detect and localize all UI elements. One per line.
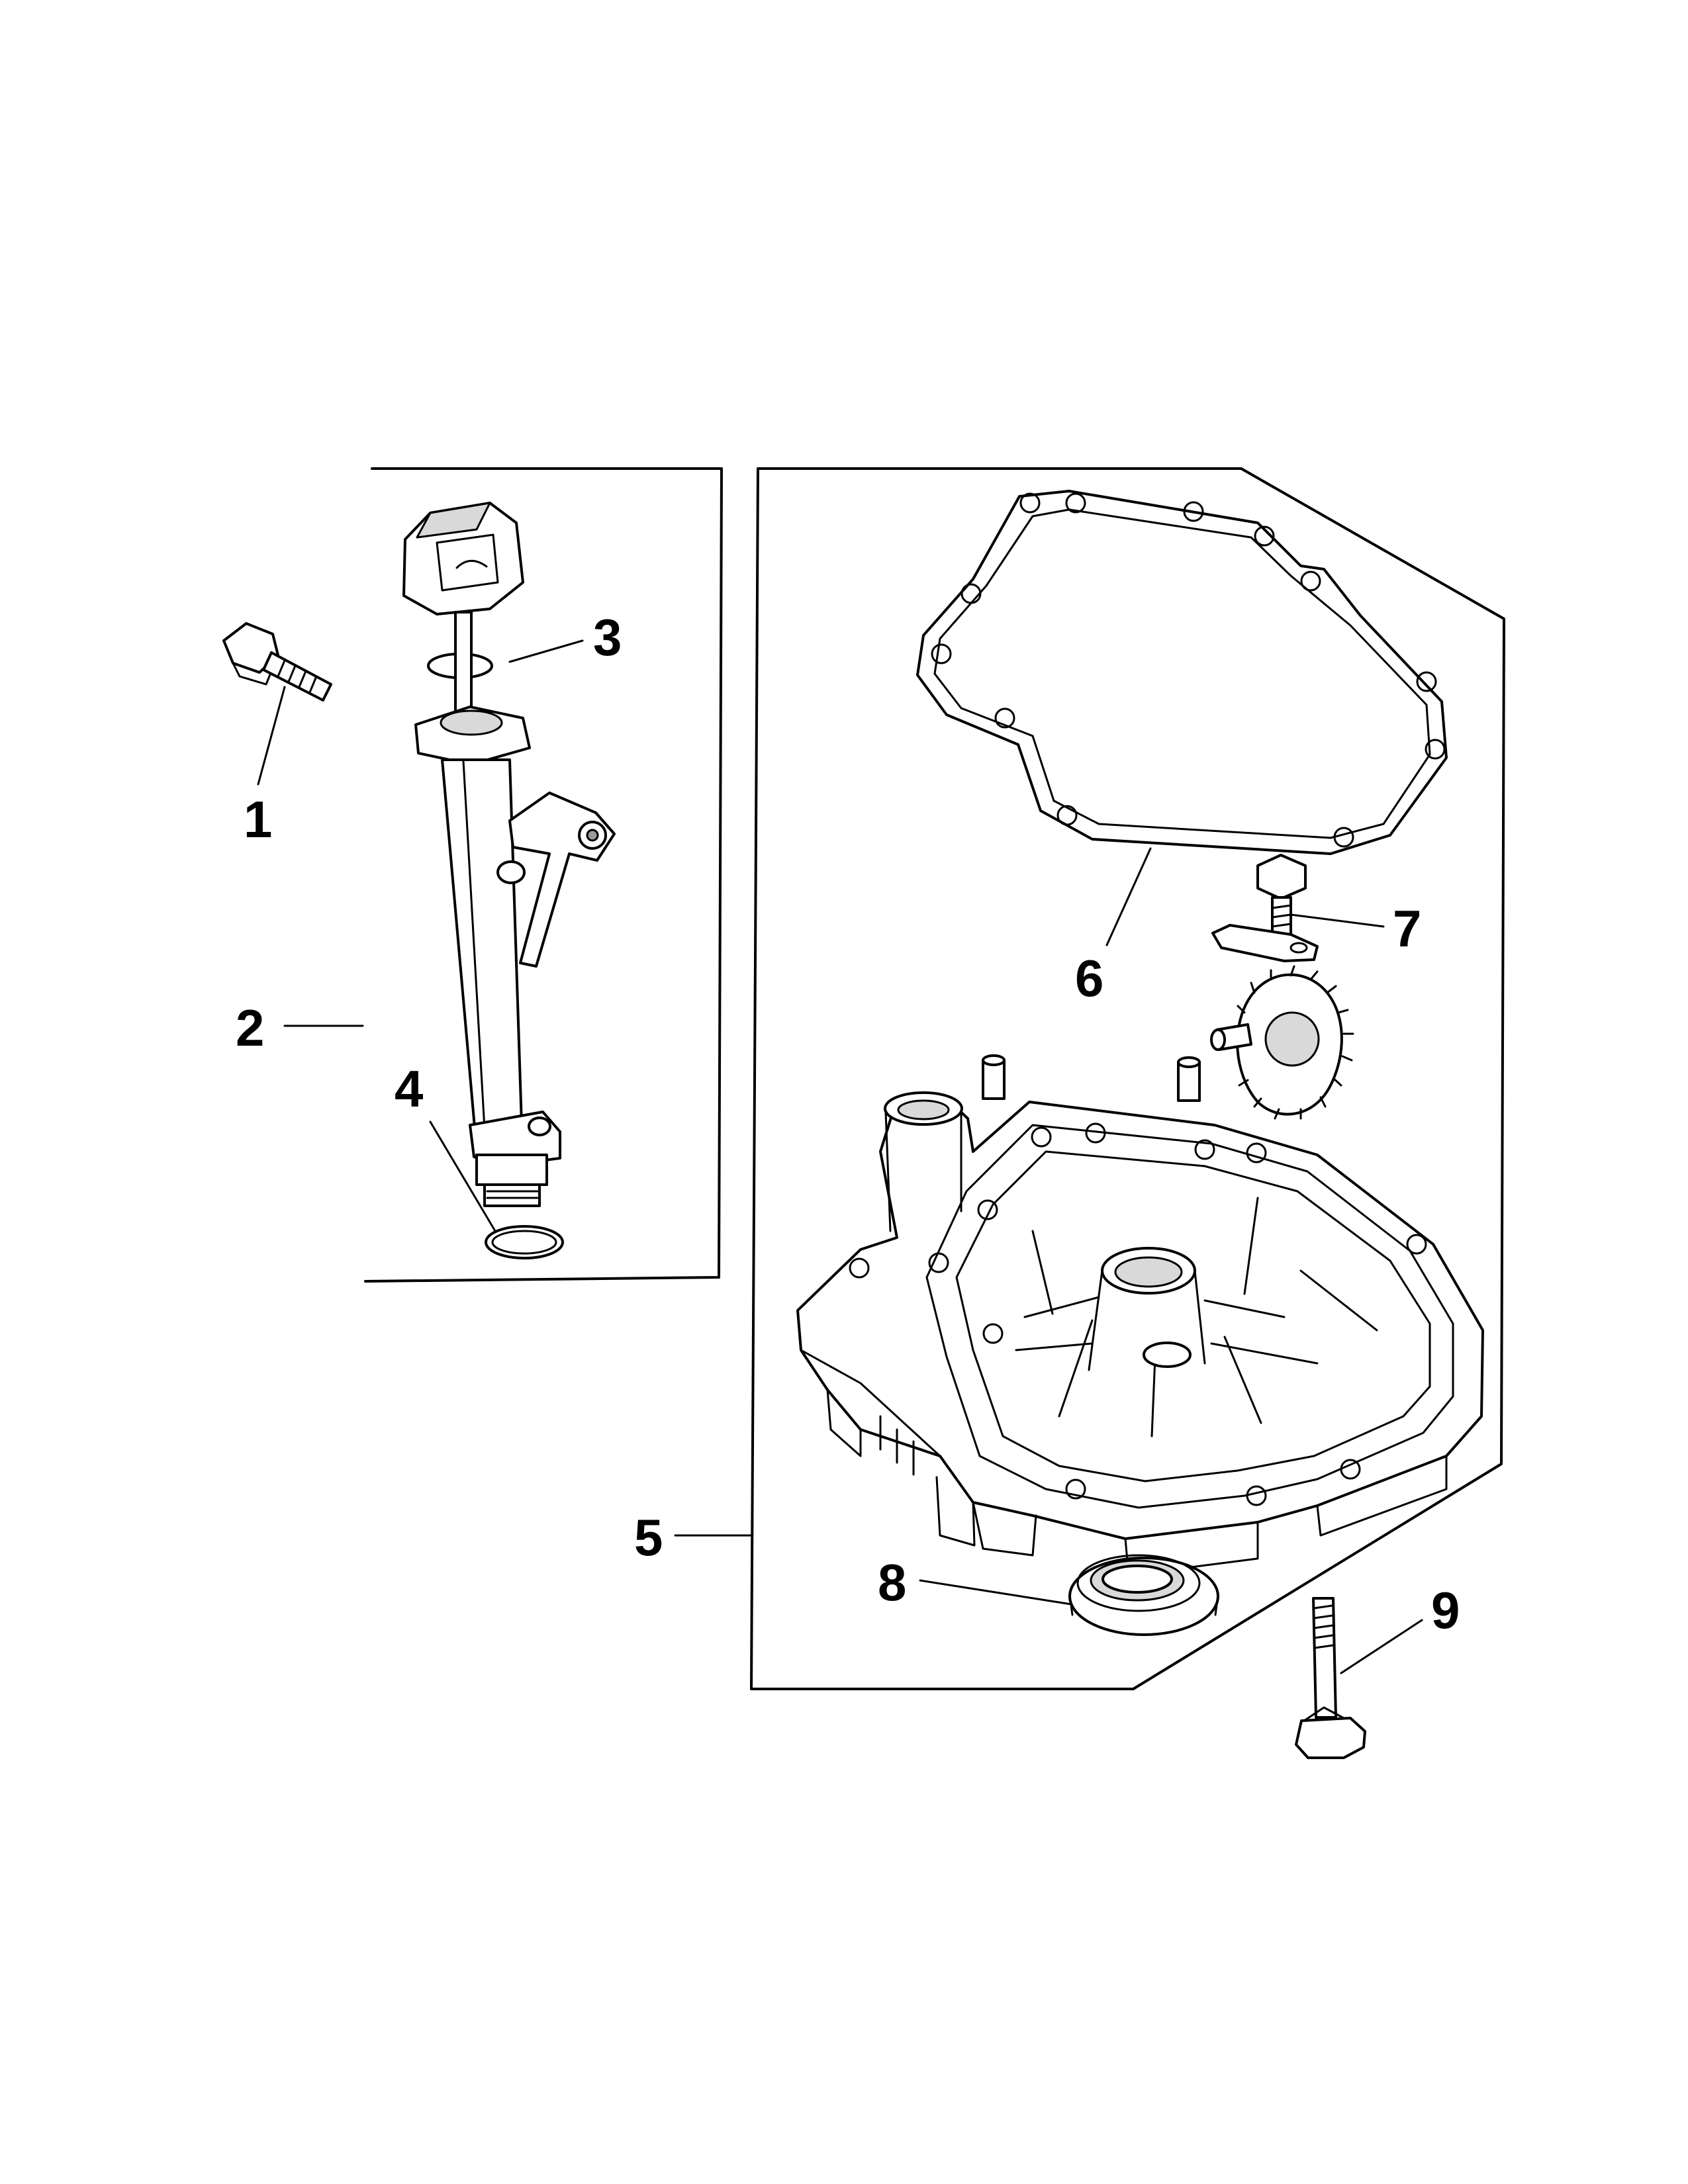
tube-o-ring-inner <box>491 1230 557 1255</box>
leader-line-6 <box>1105 847 1152 946</box>
leader-line-1 <box>257 686 286 786</box>
leader-line-3 <box>508 639 584 663</box>
callout-8: 8 <box>878 1553 906 1612</box>
callout-7: 7 <box>1393 899 1421 958</box>
dipstick-group-frame <box>364 467 723 1283</box>
callout-6: 6 <box>1075 949 1103 1007</box>
dowel-pin-left <box>982 1054 1006 1100</box>
callout-2: 2 <box>236 999 264 1057</box>
callout-4: 4 <box>395 1060 423 1118</box>
crankcase-gasket <box>916 490 1448 855</box>
flange-bolt-9 <box>1295 1597 1366 1759</box>
leader-line-8 <box>919 1579 1072 1606</box>
leader-line-7 <box>1289 913 1385 928</box>
callout-5: 5 <box>634 1508 663 1567</box>
callout-1: 1 <box>244 790 272 848</box>
callout-3: 3 <box>593 608 622 666</box>
oil-fill-tube-assembly <box>402 502 616 1207</box>
tube-o-ring <box>485 1225 564 1259</box>
flange-bolt-1 <box>222 622 332 702</box>
leader-line-4 <box>429 1120 496 1232</box>
callout-9: 9 <box>1431 1581 1460 1639</box>
crankcase-group-frame <box>750 467 1505 1690</box>
oil-seal <box>1068 1554 1219 1636</box>
governor-bolt-and-washer <box>1211 854 1319 962</box>
governor-gear <box>1210 965 1354 1120</box>
dowel-pin-right <box>1177 1056 1201 1102</box>
crankcase-cover <box>796 1091 1484 1576</box>
leader-line-9 <box>1340 1619 1423 1674</box>
